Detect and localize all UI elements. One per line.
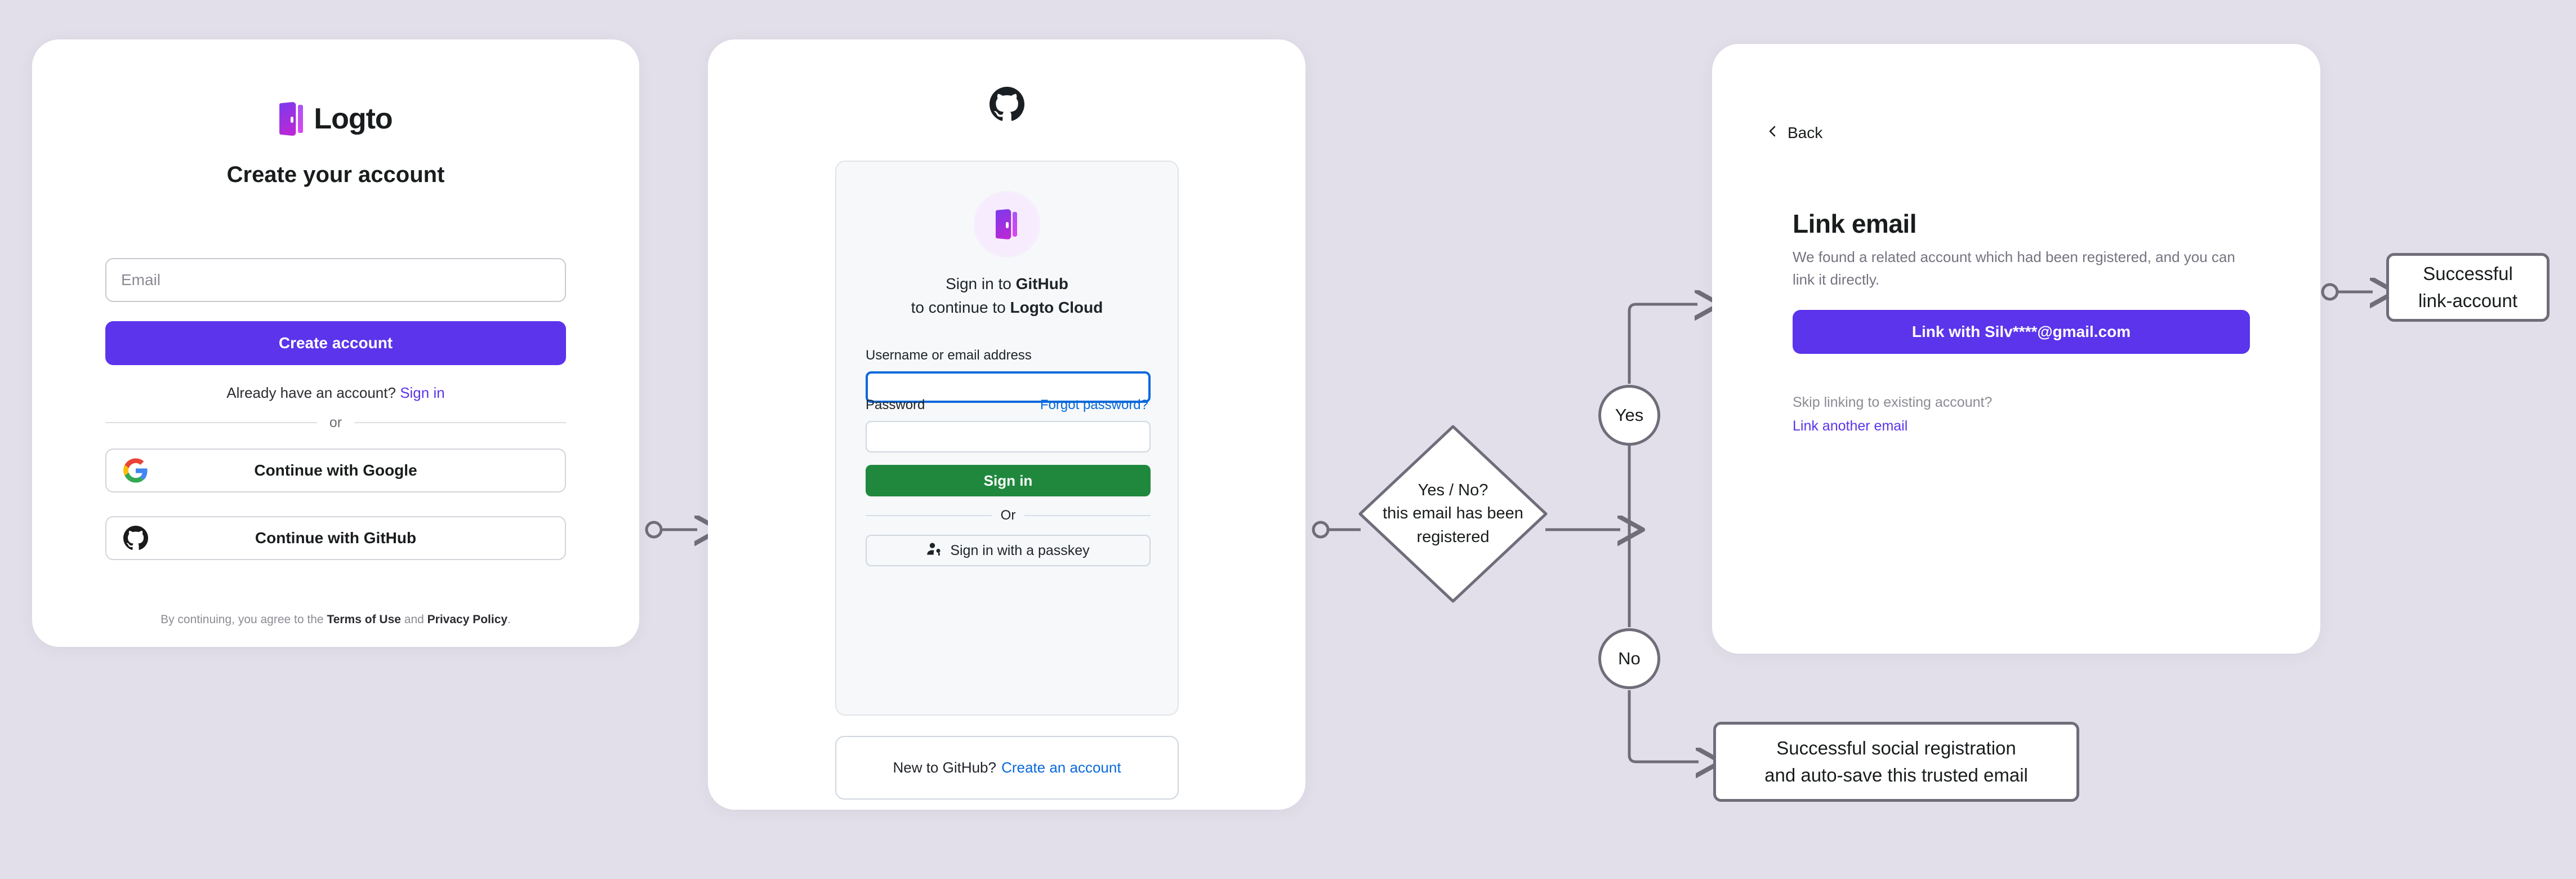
new-to-github-box: New to GitHub? Create an account	[835, 736, 1179, 800]
outcome-successful-link-account: Successful link-account	[2386, 253, 2550, 322]
logto-door-logo-icon	[995, 208, 1019, 240]
link-another-email-link[interactable]: Link another email	[1793, 418, 1908, 434]
signin-with-passkey-button[interactable]: Sign in with a passkey	[866, 535, 1151, 566]
privacy-policy-link[interactable]: Privacy Policy	[427, 613, 508, 626]
back-button[interactable]: Back	[1766, 124, 1822, 142]
continue-with-github-button[interactable]: Continue with GitHub	[105, 516, 566, 560]
link-email-title: Link email	[1793, 209, 1917, 238]
divider-rule-left	[866, 515, 992, 516]
decision-diamond: Yes / No? this email has been registered	[1360, 427, 1546, 601]
legal-suffix: .	[507, 613, 511, 626]
github-headline: Sign in to GitHub to continue to Logto C…	[836, 272, 1178, 319]
headline-line1-prefix: Sign in to	[946, 275, 1016, 292]
signin-link[interactable]: Sign in	[400, 384, 445, 401]
headline-line2-prefix: to continue to	[911, 299, 1010, 316]
signup-card: Logto Create your account Email Create a…	[32, 39, 639, 647]
github-signin-button[interactable]: Sign in	[866, 465, 1151, 496]
continue-with-google-button[interactable]: Continue with Google	[105, 449, 566, 492]
link-email-card: Back Link email We found a related accou…	[1712, 44, 2320, 654]
logto-door-logo-icon	[279, 101, 305, 136]
legal-and: and	[400, 613, 427, 626]
divider-rule-right	[1024, 515, 1151, 516]
skip-linking-text: Skip linking to existing account?	[1793, 394, 1993, 410]
create-account-button[interactable]: Create account	[105, 321, 566, 365]
logto-app-avatar	[974, 191, 1040, 258]
create-an-account-link[interactable]: Create an account	[1001, 759, 1121, 776]
forgot-password-link[interactable]: Forgot password?	[1040, 397, 1148, 412]
logto-brand: Logto	[32, 101, 639, 136]
outcome-successful-social-registration: Successful social registration and auto-…	[1713, 722, 2079, 802]
branch-no-node: No	[1598, 628, 1660, 689]
divider-label: Or	[1000, 508, 1016, 523]
password-input[interactable]	[866, 421, 1151, 452]
divider-or: or	[105, 411, 567, 434]
email-placeholder: Email	[121, 271, 161, 288]
github-divider-or: Or	[866, 505, 1151, 526]
github-button-label: Continue with GitHub	[255, 529, 417, 547]
headline-provider: GitHub	[1015, 275, 1068, 292]
page-title: Create your account	[226, 162, 445, 187]
github-icon	[123, 526, 148, 551]
new-to-github-text: New to GitHub?	[893, 759, 996, 776]
divider-label: or	[329, 414, 342, 430]
legal-text: By continuing, you agree to the Terms of…	[32, 613, 639, 627]
username-input[interactable]	[866, 371, 1151, 403]
link-with-email-button[interactable]: Link with Silv****@gmail.com	[1793, 310, 2250, 354]
passkey-person-key-icon	[926, 541, 942, 561]
google-button-label: Continue with Google	[254, 461, 417, 479]
passkey-button-label: Sign in with a passkey	[950, 542, 1090, 558]
github-octocat-icon	[989, 87, 1024, 125]
back-label: Back	[1788, 124, 1823, 141]
github-signin-panel: Sign in to GitHub to continue to Logto C…	[835, 161, 1179, 716]
github-signin-card: Sign in to GitHub to continue to Logto C…	[708, 39, 1305, 810]
divider-rule-left	[105, 422, 317, 423]
legal-prefix: By continuing, you agree to the	[161, 613, 327, 626]
terms-of-use-link[interactable]: Terms of Use	[327, 613, 401, 626]
headline-app: Logto Cloud	[1010, 299, 1103, 316]
decision-diamond-label: Yes / No? this email has been registered	[1383, 481, 1523, 546]
signin-prompt-row: Already have an account? Sign in	[32, 384, 639, 402]
link-email-description: We found a related account which had bee…	[1793, 248, 2235, 288]
chevron-left-icon	[1766, 124, 1780, 142]
google-icon	[123, 458, 148, 483]
signin-prompt-text: Already have an account?	[226, 384, 396, 401]
brand-name: Logto	[314, 103, 393, 135]
branch-yes-node: Yes	[1598, 385, 1660, 446]
username-label: Username or email address	[866, 348, 1032, 363]
divider-rule-right	[354, 422, 567, 423]
password-label: Password	[866, 397, 925, 412]
email-input[interactable]: Email	[105, 258, 566, 302]
